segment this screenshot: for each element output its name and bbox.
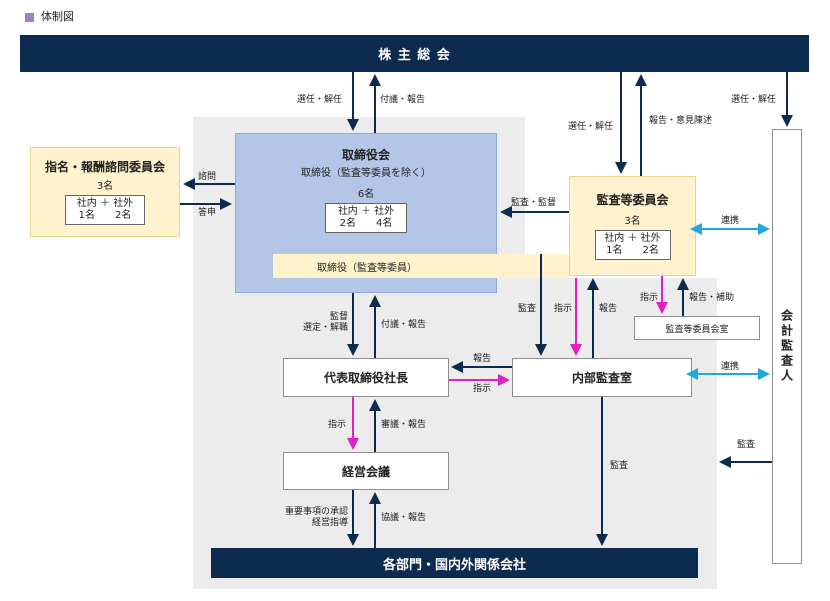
- label-pres-to-board: 付議・報告: [381, 320, 427, 330]
- label-audit-to-board: 監査・監督: [511, 198, 557, 208]
- page-title: 体制図: [41, 10, 74, 23]
- label-ia-acct-link: 連携: [721, 362, 740, 372]
- board-count: 6名: [357, 189, 375, 200]
- label-board-to-sh: 付議・報告: [380, 95, 426, 105]
- label-ia-to-dept: 監査: [610, 461, 629, 471]
- board-title: 取締役会: [341, 148, 390, 162]
- label-audit-to-ia: 指示: [554, 304, 573, 314]
- nomination-committee-count: 3名: [96, 181, 114, 192]
- label-meeting-to-dept: 重要事項の承認 経営指導: [284, 507, 348, 528]
- label-sh-to-board: 選任・解任: [297, 95, 343, 105]
- label-audit-to-pres: 監査: [518, 304, 537, 314]
- nomination-committee-box: 指名・報酬諮問委員会 3名 社内 ＋ 社外 1名 2名: [30, 147, 180, 237]
- label-pres-to-ia: 指示: [473, 384, 492, 394]
- representative-president-box: 代表取締役社長: [283, 358, 449, 397]
- audit-committee-title: 監査等委員会: [596, 193, 669, 207]
- label-sh-to-audit: 選任・解任: [568, 122, 614, 132]
- nomination-committee-title: 指名・報酬諮問委員会: [44, 160, 165, 174]
- audit-committee-office-box: 監査等委員会室: [634, 316, 760, 340]
- label-ia-to-audit: 報告: [599, 304, 618, 314]
- label-pres-to-meeting: 指示: [328, 420, 347, 430]
- accounting-auditor-box: 会計監査人: [772, 129, 802, 564]
- board-subtitle: 取締役（監査等委員を除く）: [301, 168, 431, 179]
- label-sh-to-acct: 選任・解任: [731, 95, 777, 105]
- label-audit-acct-link: 連携: [721, 216, 740, 226]
- board-breakdown-bottom: 2名 4名: [339, 218, 393, 229]
- audit-breakdown-bottom: 1名 2名: [606, 245, 659, 256]
- management-meeting-box: 経営会議: [283, 452, 449, 490]
- label-acct-to-ia: 監査: [737, 440, 756, 450]
- departments-box: 各部門・国内外関係会社: [211, 548, 698, 578]
- title-marker: [25, 13, 34, 22]
- audit-committee-count: 3名: [624, 216, 641, 227]
- label-dept-to-meeting: 協議・報告: [381, 513, 427, 523]
- label-board-to-nom: 諮問: [198, 172, 217, 182]
- label-office-to-audit: 報告・補助: [689, 293, 735, 303]
- board-breakdown-top: 社内 ＋ 社外: [337, 206, 395, 217]
- nomination-breakdown-bottom: 1名 2名: [78, 210, 132, 221]
- audit-breakdown-top: 社内 ＋ 社外: [604, 233, 661, 244]
- board-breakdown: 社内 ＋ 社外 2名 4名: [325, 203, 407, 233]
- internal-audit-box: 内部監査室: [512, 358, 692, 397]
- nomination-committee-breakdown: 社内 ＋ 社外 1名 2名: [65, 195, 145, 225]
- label-audit-to-office: 指示: [640, 293, 659, 303]
- audit-committee-breakdown: 社内 ＋ 社外 1名 2名: [594, 230, 671, 260]
- board-audit-member-label: 取締役（監査等委員）: [317, 262, 417, 274]
- nomination-breakdown-top: 社内 ＋ 社外: [76, 198, 134, 209]
- board-audit-member-band: 取締役（監査等委員）: [273, 254, 569, 278]
- accounting-auditor-label: 会計監査人: [779, 309, 794, 384]
- label-meeting-to-pres: 審議・報告: [381, 420, 427, 430]
- label-nom-to-board: 答申: [198, 208, 217, 218]
- label-board-to-pres: 監督 選定・解職: [302, 312, 348, 333]
- audit-committee-box: 監査等委員会 3名 社内 ＋ 社外 1名 2名: [569, 176, 696, 276]
- shareholders-meeting-box: 株 主 総 会: [20, 35, 809, 72]
- label-audit-to-sh: 報告・意見陳述: [649, 116, 713, 126]
- label-ia-to-pres: 報告: [473, 354, 492, 364]
